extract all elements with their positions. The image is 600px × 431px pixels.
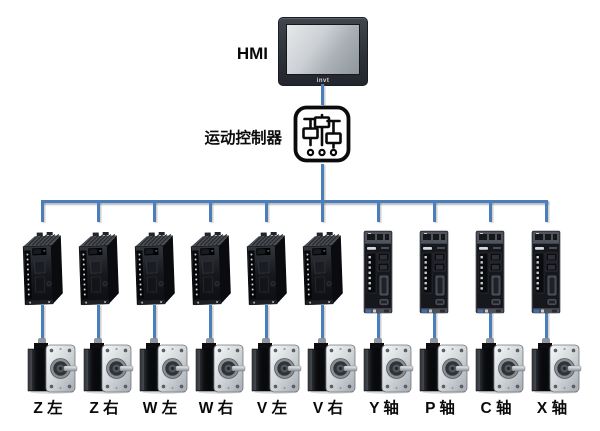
drive-to-motor-line [96,305,100,338]
bus-line [40,200,548,203]
servo-motor-icon [362,336,414,394]
axis-label: Z 左 [33,400,63,417]
axis-label: V 右 [312,400,344,417]
drive-to-motor-line [208,305,212,338]
drive-to-motor-line [264,305,268,338]
axis-column-x: X 轴 [524,200,580,431]
bus-drop-line [40,200,44,222]
axis-column-w-left: W 左 [132,200,188,431]
axis-column-v-left: V 左 [244,200,300,431]
servo-drive-icon [131,232,177,310]
hmi-label: HMI [236,44,268,63]
axis-label: W 左 [142,400,178,417]
servo-drive-icon [474,230,506,315]
servo-motor-icon [306,336,358,394]
axis-label: P 轴 [425,400,455,417]
servo-motor-icon [250,336,302,394]
servo-drive-icon [362,230,394,315]
servo-drive-icon [299,232,345,310]
servo-drive-icon [418,230,450,315]
controller-label: 运动控制器 [204,130,282,147]
controller-to-bus-line [320,164,324,201]
drive-to-motor-line [544,305,548,338]
axis-column-c: C 轴 [468,200,524,431]
axis-label: Z 右 [89,400,119,417]
servo-motor-icon [26,336,78,394]
drive-to-motor-line [320,305,324,338]
servo-motor-icon [82,336,134,394]
hmi-screen [286,24,360,75]
axis-column-z-right: Z 右 [76,200,132,431]
hmi-touch-panel: invt [278,17,368,86]
axis-column-y: Y 轴 [356,200,412,431]
axis-column-v-right: V 右 [300,200,356,431]
axis-label: X 轴 [536,400,568,417]
axis-label: V 左 [256,400,288,417]
drive-to-motor-line [432,305,436,338]
axis-column-p: P 轴 [412,200,468,431]
axis-label: Y 轴 [369,400,399,417]
axis-column-w-right: W 右 [188,200,244,431]
bus-drop-line [376,200,380,222]
servo-drive-icon [75,232,121,310]
bus-drop-line [152,200,156,222]
drive-to-motor-line [40,305,44,338]
bus-drop-line [320,200,324,222]
drive-to-motor-line [376,305,380,338]
hmi-to-controller-line [320,84,324,105]
hmi-brand-logo: invt [316,78,330,84]
servo-motor-icon [194,336,246,394]
servo-drive-icon [19,232,65,310]
servo-drive-icon [530,230,562,315]
servo-motor-icon [138,336,190,394]
servo-drive-icon [187,232,233,310]
bus-drop-line [208,200,212,222]
drive-to-motor-line [152,305,156,338]
axis-label: C 轴 [480,400,512,417]
motion-controller-icon [293,105,351,163]
bus-drop-line [488,200,492,222]
drive-to-motor-line [488,305,492,338]
axis-label: W 右 [198,400,234,417]
servo-drive-icon [243,232,289,310]
bus-drop-line [96,200,100,222]
bus-drop-line [264,200,268,222]
servo-motor-icon [530,336,582,394]
servo-motor-icon [474,336,526,394]
servo-motor-icon [418,336,470,394]
axis-column-z-left: Z 左 [20,200,76,431]
bus-drop-line [432,200,436,222]
bus-drop-line [544,200,548,222]
